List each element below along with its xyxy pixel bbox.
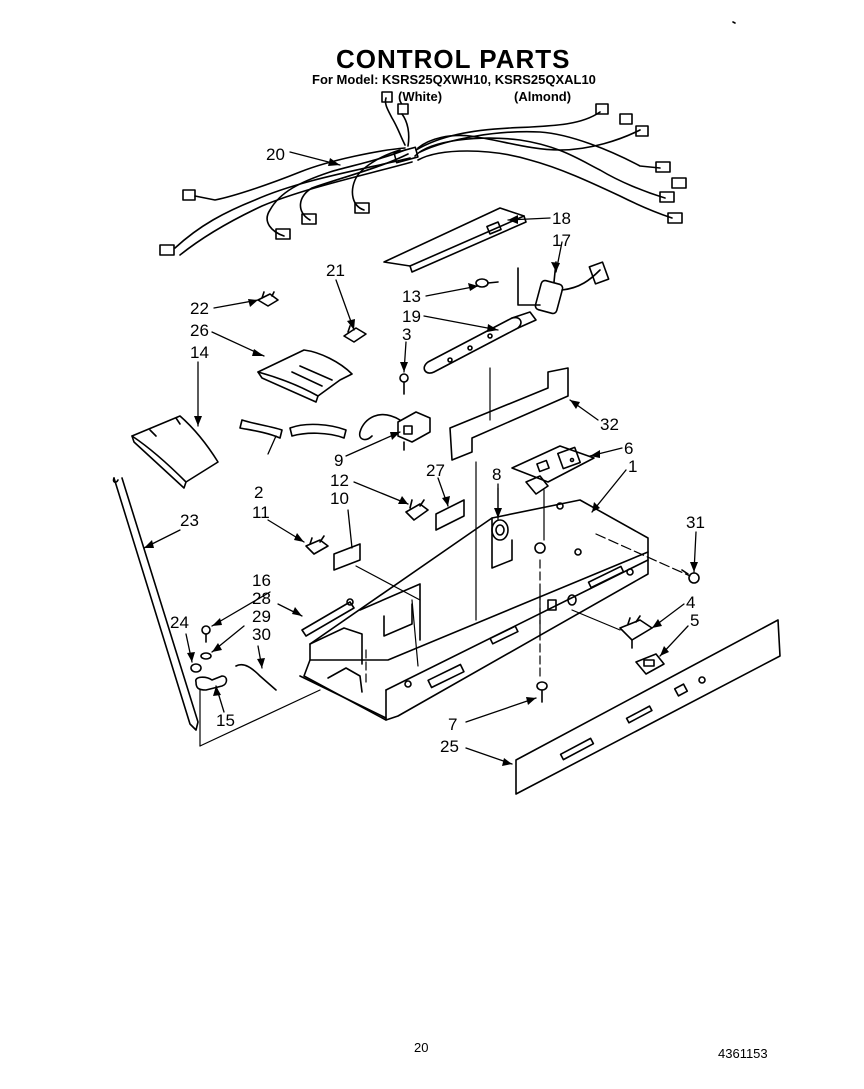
- callout-1: 1: [628, 457, 637, 476]
- part-16-screw: [201, 625, 211, 643]
- part-23-rod: [112, 477, 199, 731]
- callout-31: 31: [686, 513, 705, 532]
- callout-7: 7: [448, 715, 457, 734]
- callout-28: 28: [252, 589, 271, 608]
- title-text: CONTROL PARTS: [336, 44, 571, 74]
- model-line: For Model: KSRS25QXWH10, KSRS25QXAL10: [312, 72, 596, 87]
- part-21-clip: [343, 325, 367, 343]
- callout-22: 22: [190, 299, 209, 318]
- part-19-heater: [423, 311, 537, 374]
- callout-30: 30: [252, 625, 271, 644]
- callout-12: 12: [330, 471, 349, 490]
- variant-white: (White): [398, 89, 443, 104]
- part-30-clip: [235, 663, 277, 691]
- callout-16: 16: [252, 571, 271, 590]
- part-22-clip: [257, 291, 279, 307]
- callout-2: 2: [254, 483, 263, 502]
- callout-6: 6: [624, 439, 633, 458]
- part-24-spacer: [190, 663, 202, 673]
- callout-25: 25: [440, 737, 459, 756]
- callout-15: 15: [216, 711, 235, 730]
- page-number: 20: [414, 1040, 429, 1055]
- callout-3: 3: [402, 325, 411, 344]
- part-8-knob: [491, 519, 509, 541]
- callout-11: 11: [252, 503, 270, 522]
- callout-14: 14: [190, 343, 209, 362]
- callout-26: 26: [190, 321, 209, 340]
- callout-27: 27: [426, 461, 445, 480]
- callout-labels: 20 18 17 21 13 22 19 26 3 14 32 6 9 1 27…: [170, 145, 705, 756]
- callout-8: 8: [492, 465, 501, 484]
- callout-32: 32: [600, 415, 619, 434]
- callout-19: 19: [402, 307, 421, 326]
- callout-24: 24: [170, 613, 189, 632]
- part-27-panel: [435, 499, 465, 531]
- part-18-cover: [383, 207, 527, 273]
- part-11-clip: [305, 535, 329, 555]
- part-9-switch: [358, 411, 431, 451]
- part-25-panel: [515, 619, 781, 795]
- leader-lines: [143, 151, 697, 765]
- callout-10: 10: [330, 489, 349, 508]
- part-5-switch: [635, 653, 665, 675]
- part-2-tubes: [239, 419, 347, 439]
- part-13-screw: [475, 278, 499, 288]
- part-1-housing: [299, 499, 649, 721]
- part-29-washer: [200, 652, 212, 660]
- part-7-screw: [536, 681, 548, 703]
- callout-13: 13: [402, 287, 421, 306]
- part-14-cover: [131, 415, 219, 489]
- part-32-panel: [449, 367, 569, 461]
- assembly-lines: [199, 367, 691, 747]
- variant-almond: (Almond): [514, 89, 572, 104]
- part-26-cover: [257, 349, 353, 403]
- callout-9: 9: [334, 451, 343, 470]
- part-15-link: [195, 675, 228, 691]
- part-3-screw: [399, 373, 409, 395]
- callout-21: 21: [326, 261, 345, 280]
- wire-harness: [159, 91, 687, 256]
- part-12-clip: [405, 499, 429, 521]
- part-17-sensor: [517, 261, 610, 315]
- part-4-switch: [619, 615, 653, 649]
- callout-20: 20: [266, 145, 285, 164]
- part-31-screw: [681, 569, 700, 584]
- callout-4: 4: [686, 593, 695, 612]
- callout-5: 5: [690, 611, 699, 630]
- callout-29: 29: [252, 607, 271, 626]
- arrow-heads: [144, 158, 698, 766]
- stray-mark: [732, 21, 736, 24]
- document-number: 4361153: [718, 1046, 768, 1061]
- callout-17: 17: [552, 231, 571, 250]
- part-6-board: [511, 445, 595, 495]
- callout-18: 18: [552, 209, 571, 228]
- callout-23: 23: [180, 511, 199, 530]
- part-28-bracket: [301, 598, 355, 637]
